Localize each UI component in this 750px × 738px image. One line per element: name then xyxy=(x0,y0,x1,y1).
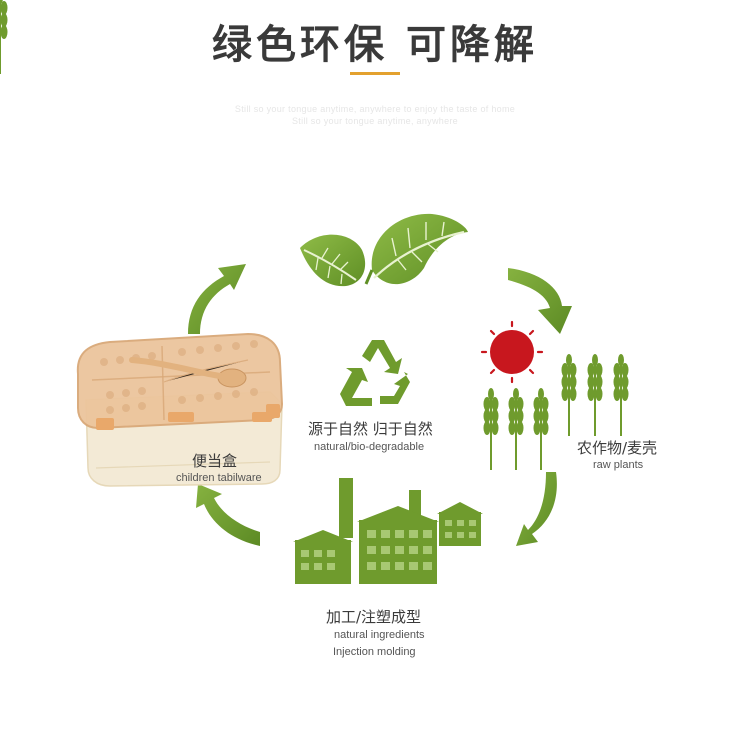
arrow-plants-to-factory xyxy=(516,472,557,546)
title-underline xyxy=(350,72,400,75)
leaf-small-icon xyxy=(300,234,366,287)
leaf-large-icon xyxy=(364,213,468,285)
factory-label-en-2: Injection molding xyxy=(333,646,416,658)
factory-label-zh: 加工/注塑成型 xyxy=(326,608,422,626)
wheat-icon xyxy=(0,0,630,471)
factory-icon xyxy=(293,478,483,584)
product-label-zh: 便当盒 xyxy=(192,452,238,470)
faint-caption-1: Still so your tongue anytime, anywhere t… xyxy=(234,104,516,114)
arrow-leaves-to-plants xyxy=(508,268,572,334)
product-label-en: children tabilware xyxy=(176,472,262,484)
plants-label-en: raw plants xyxy=(593,459,644,471)
sun-icon xyxy=(480,320,544,384)
center-label-en: natural/bio-degradable xyxy=(314,441,425,453)
center-label-zh: 源于自然 归于自然 xyxy=(308,420,433,438)
lunch-box-image xyxy=(76,332,284,487)
page-title: 绿色环保 可降解 xyxy=(212,22,538,68)
plants-label-zh: 农作物/麦壳 xyxy=(577,439,658,457)
factory-label-en-1: natural ingredients xyxy=(334,629,425,641)
recycle-icon xyxy=(340,340,410,406)
arrow-product-to-leaves xyxy=(188,264,246,334)
arrow-factory-to-product xyxy=(196,484,260,546)
faint-caption-2: Still so your tongue anytime, anywhere xyxy=(292,116,458,126)
